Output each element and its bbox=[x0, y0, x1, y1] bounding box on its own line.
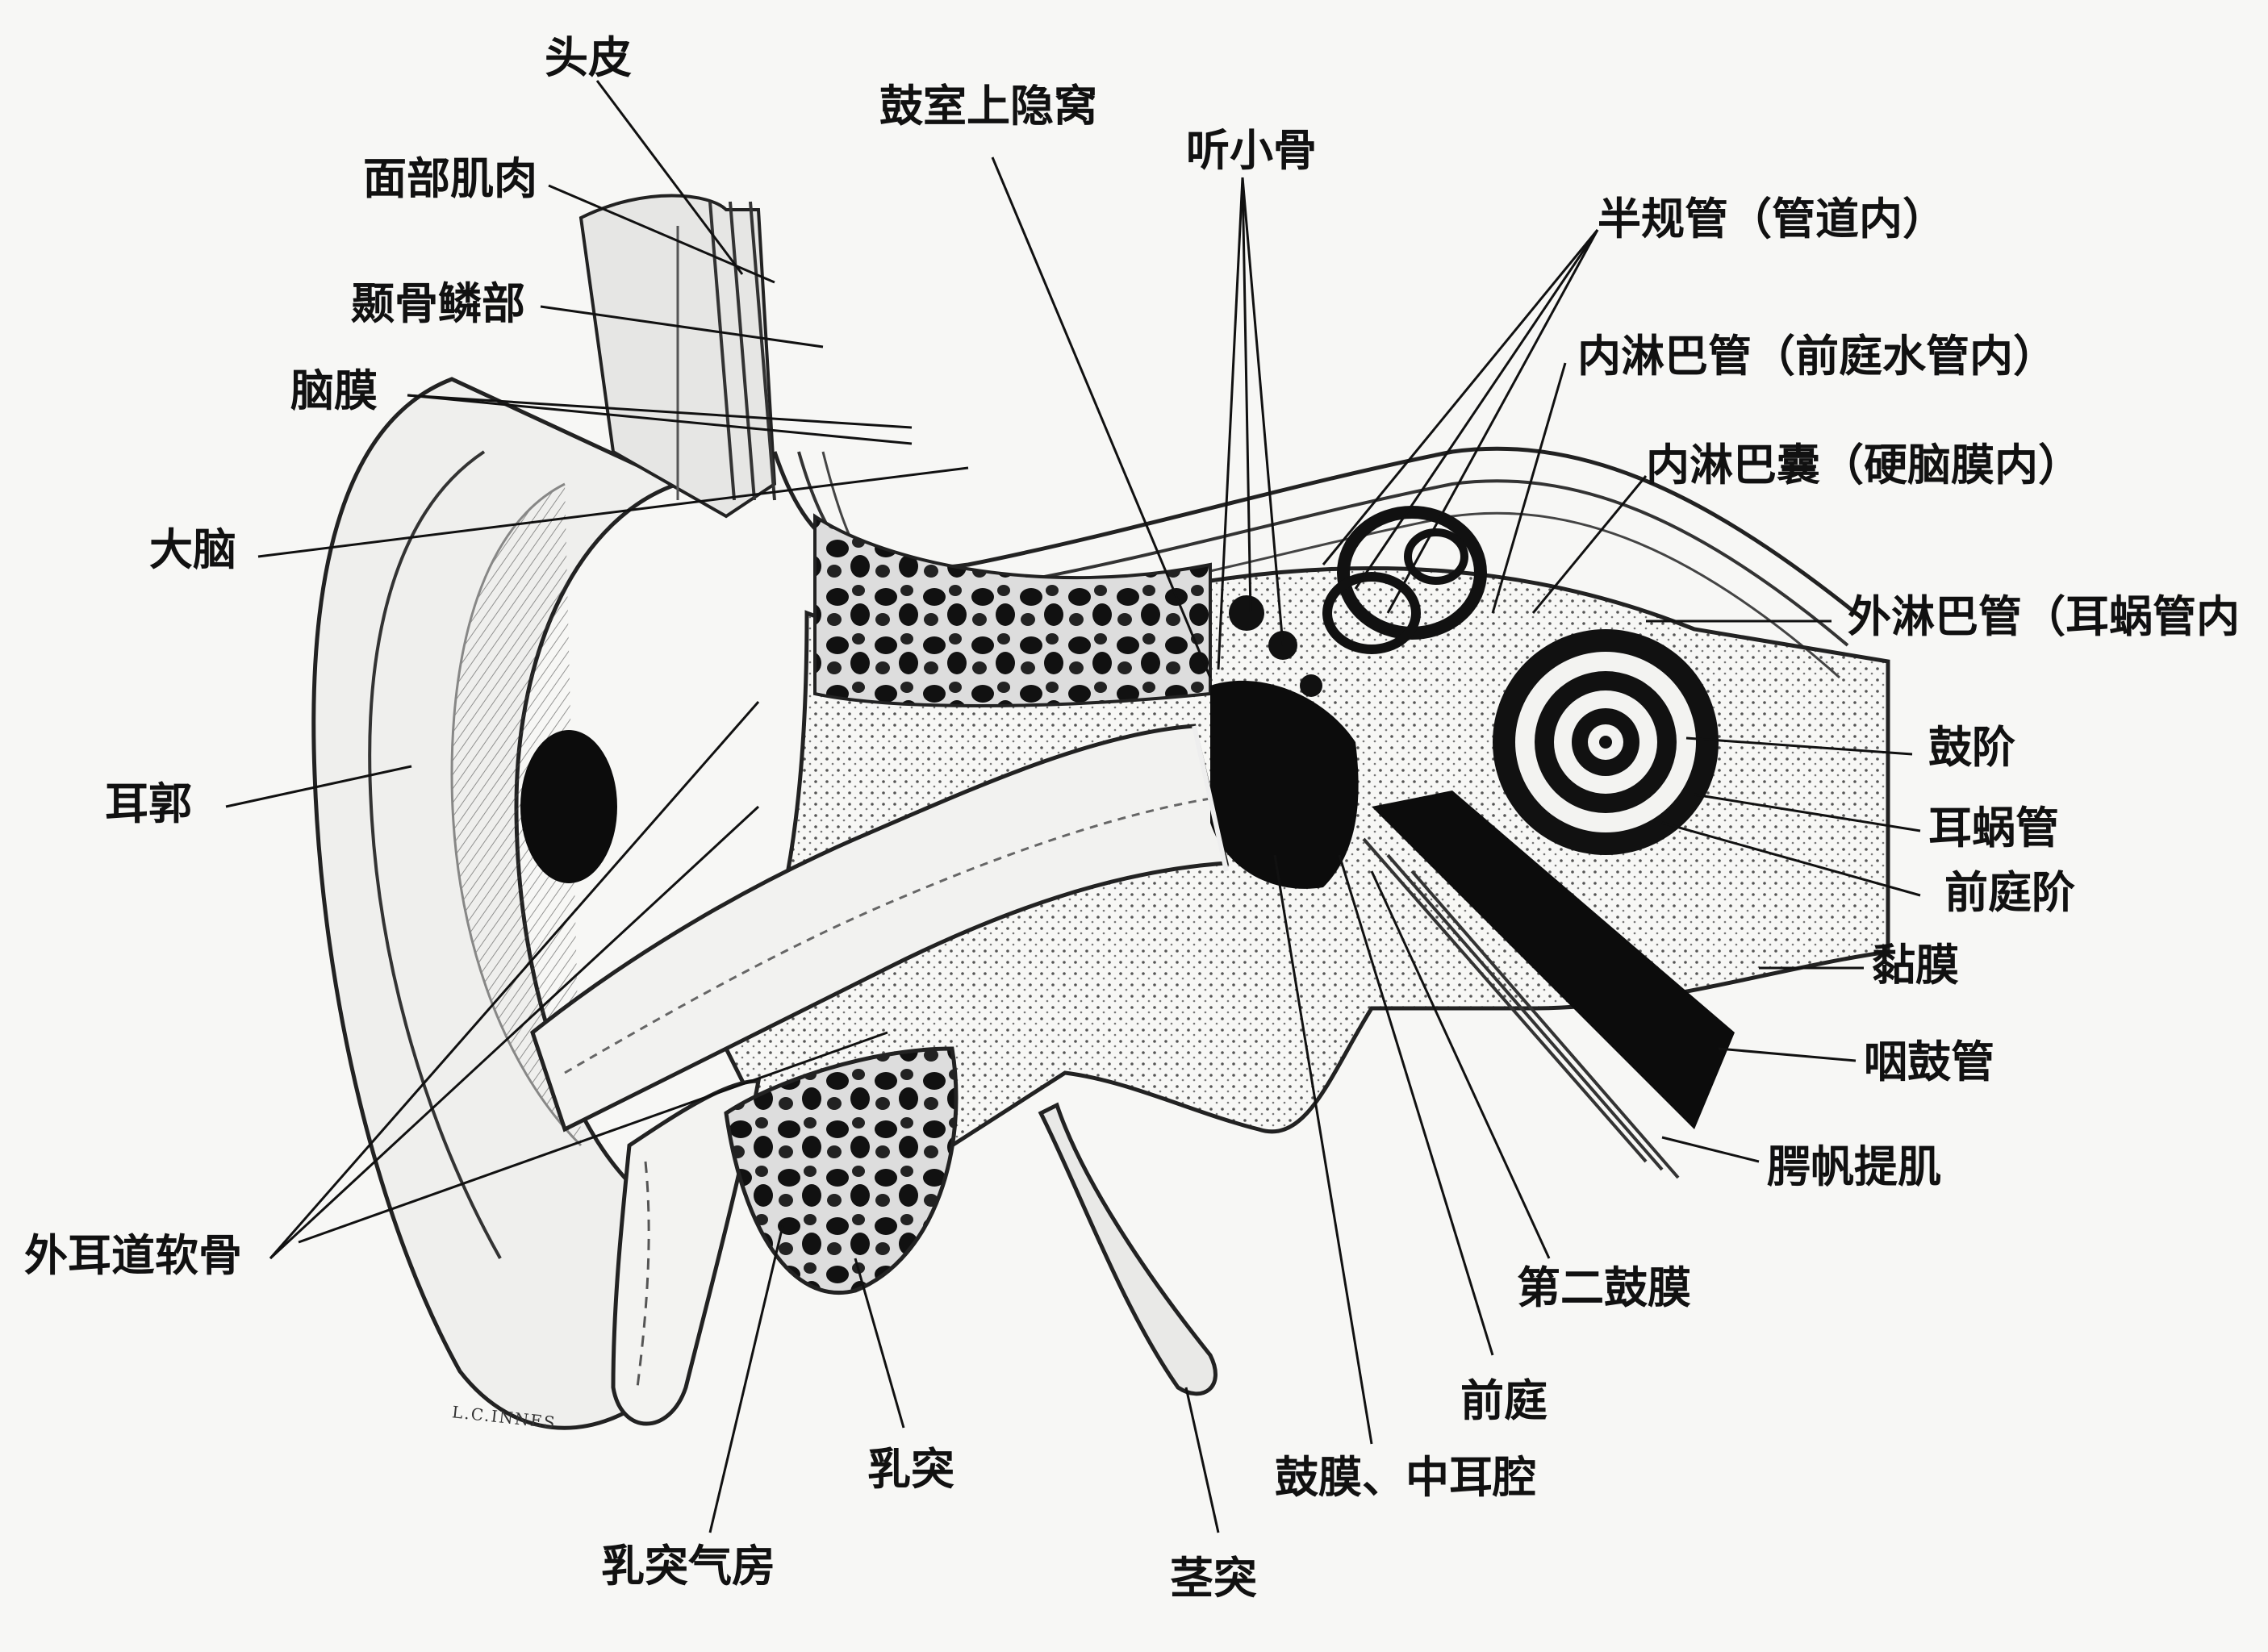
cochlea-spiral bbox=[1493, 629, 1719, 855]
label-ossicles: 听小骨 bbox=[1186, 125, 1317, 176]
auricle-shape bbox=[311, 377, 683, 1430]
label-scala-vestibuli: 前庭阶 bbox=[1944, 867, 2075, 918]
label-meninges: 脑膜 bbox=[290, 365, 378, 416]
canal-cartilage-tube bbox=[611, 1078, 761, 1426]
label-vestibule: 前庭 bbox=[1460, 1375, 1548, 1426]
label-styloid: 茎突 bbox=[1170, 1553, 1257, 1604]
label-secondary-tympanic-membrane: 第二鼓膜 bbox=[1517, 1262, 1691, 1313]
label-tensor-veli-palatini: 腭帆提肌 bbox=[1767, 1141, 1941, 1192]
ossicle-malleus bbox=[1229, 595, 1264, 631]
middle-ear-cavity bbox=[1192, 595, 1359, 889]
mastoid-process bbox=[724, 1046, 959, 1295]
ossicle-stapes bbox=[1300, 674, 1322, 697]
label-endolymphatic-sac: 内淋巴囊（硬脑膜内） bbox=[1646, 440, 2082, 490]
label-mucosa: 黏膜 bbox=[1872, 940, 1959, 991]
tympanic-membrane bbox=[1192, 725, 1229, 872]
label-epitympanic-recess: 鼓室上隐窝 bbox=[879, 81, 1097, 131]
label-cerebrum: 大脑 bbox=[149, 524, 236, 575]
eustachian-tube bbox=[1362, 791, 1735, 1179]
label-scalp: 头皮 bbox=[545, 32, 632, 83]
semicircular-canals bbox=[1322, 506, 1487, 654]
label-cochlear-duct: 耳蜗管 bbox=[1928, 803, 2059, 853]
label-endolymphatic-duct: 内淋巴管（前庭水管内） bbox=[1577, 331, 2057, 382]
label-ext-canal-cartilage: 外耳道软骨 bbox=[24, 1230, 242, 1281]
label-mastoid: 乳突 bbox=[867, 1444, 954, 1495]
label-perilymphatic-duct: 外淋巴管（耳蜗管内 bbox=[1848, 591, 2240, 642]
scalp-layers bbox=[578, 194, 777, 519]
leader-lines bbox=[225, 80, 1921, 1533]
label-scala-tympani: 鼓阶 bbox=[1928, 722, 2015, 773]
concha-opening bbox=[520, 730, 617, 883]
label-mastoid-air-cells: 乳突气房 bbox=[601, 1541, 775, 1592]
styloid-process bbox=[1038, 1102, 1218, 1396]
label-temporal-squama: 颞骨鳞部 bbox=[351, 278, 525, 329]
label-facial-muscle: 面部肌肉 bbox=[363, 153, 537, 204]
label-semicircular-canal: 半规管（管道内） bbox=[1598, 194, 1946, 244]
label-tympanic-membrane-middle-ear: 鼓膜、中耳腔 bbox=[1275, 1452, 1536, 1503]
label-eustachian-tube: 咽鼓管 bbox=[1864, 1037, 1994, 1087]
label-auricle: 耳郭 bbox=[105, 778, 192, 829]
